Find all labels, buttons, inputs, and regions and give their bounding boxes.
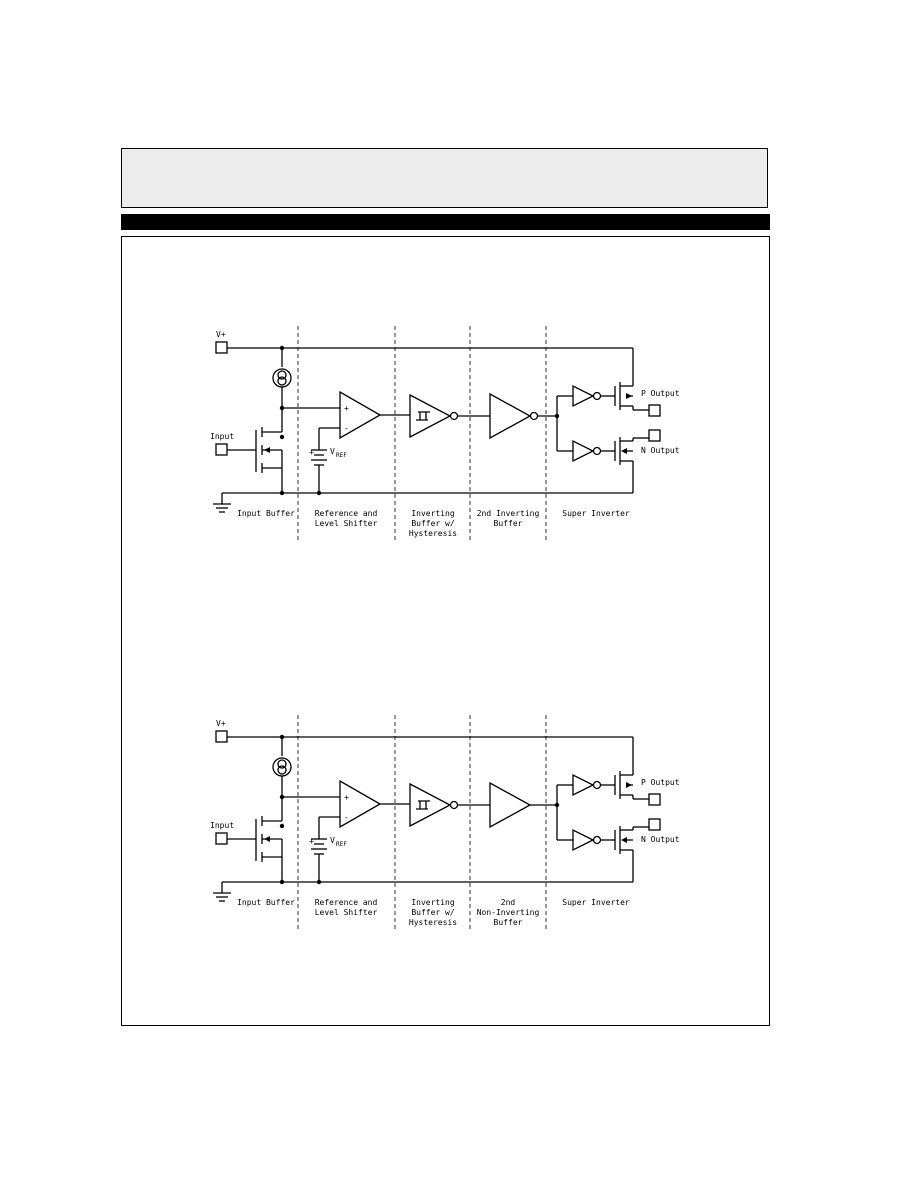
svg-text:+: +	[309, 837, 314, 846]
section-label: Buffer	[494, 918, 523, 927]
section-label: Buffer w/	[411, 519, 455, 528]
inverter-icon	[572, 828, 595, 852]
section-label: Level Shifter	[315, 908, 378, 917]
supply-pin	[215, 730, 228, 743]
section-label: Input Buffer	[237, 509, 295, 518]
section-label: Level Shifter	[315, 519, 378, 528]
section-label: Non-Inverting	[477, 908, 540, 917]
section-label: 2nd Inverting	[477, 509, 540, 518]
section-label: Super Inverter	[562, 898, 630, 907]
section-label: Hysteresis	[409, 918, 457, 927]
vref-label: V	[330, 447, 335, 456]
header-box	[121, 148, 768, 208]
inverter-icon	[572, 384, 595, 408]
input-pin	[215, 443, 228, 456]
vref-label: V	[330, 836, 335, 845]
block-diagram-inverting: V+ Input + -	[210, 326, 680, 540]
section-label: Reference and	[315, 509, 378, 518]
n-output-label: N Output	[641, 835, 680, 844]
svg-text:+: +	[344, 793, 349, 802]
supply-label: V+	[216, 719, 226, 728]
section-label: Inverting	[411, 509, 455, 518]
second-buffer-icon	[489, 392, 532, 440]
input-label: Input	[210, 821, 234, 830]
section-label: Hysteresis	[409, 529, 457, 538]
svg-text:+: +	[309, 448, 314, 457]
content-frame	[121, 236, 770, 1026]
supply-pin	[215, 341, 228, 354]
header-bar	[121, 214, 770, 230]
comparator-icon	[339, 779, 382, 829]
svg-text:-: -	[344, 424, 349, 433]
svg-text:-: -	[344, 813, 349, 822]
hysteresis-buffer-icon	[409, 782, 452, 828]
section-label: Inverting	[411, 898, 455, 907]
p-output-label: P Output	[641, 389, 680, 398]
inverter-icon	[572, 773, 595, 797]
comparator-icon	[339, 390, 382, 440]
input-label: Input	[210, 432, 234, 441]
non-inverting-buffer-icon	[489, 781, 532, 829]
block-diagram-non-inverting: V+ Input + - + V	[210, 715, 680, 929]
n-output-label: N Output	[641, 446, 680, 455]
section-label: Super Inverter	[562, 509, 630, 518]
supply-label: V+	[216, 330, 226, 339]
section-label: Buffer w/	[411, 908, 455, 917]
p-output-label: P Output	[641, 778, 680, 787]
p-output-pin	[648, 793, 661, 806]
inverter-icon	[572, 439, 595, 463]
section-label: 2nd	[501, 898, 516, 907]
section-label: Input Buffer	[237, 898, 295, 907]
input-pin	[215, 832, 228, 845]
hysteresis-buffer-icon	[409, 393, 452, 439]
p-output-pin	[648, 404, 661, 417]
svg-text:+: +	[344, 404, 349, 413]
section-label: Buffer	[494, 519, 523, 528]
vref-subscript: REF	[336, 452, 347, 459]
n-output-pin	[648, 429, 661, 442]
section-label: Reference and	[315, 898, 378, 907]
vref-subscript: REF	[336, 841, 347, 848]
n-output-pin	[648, 818, 661, 831]
